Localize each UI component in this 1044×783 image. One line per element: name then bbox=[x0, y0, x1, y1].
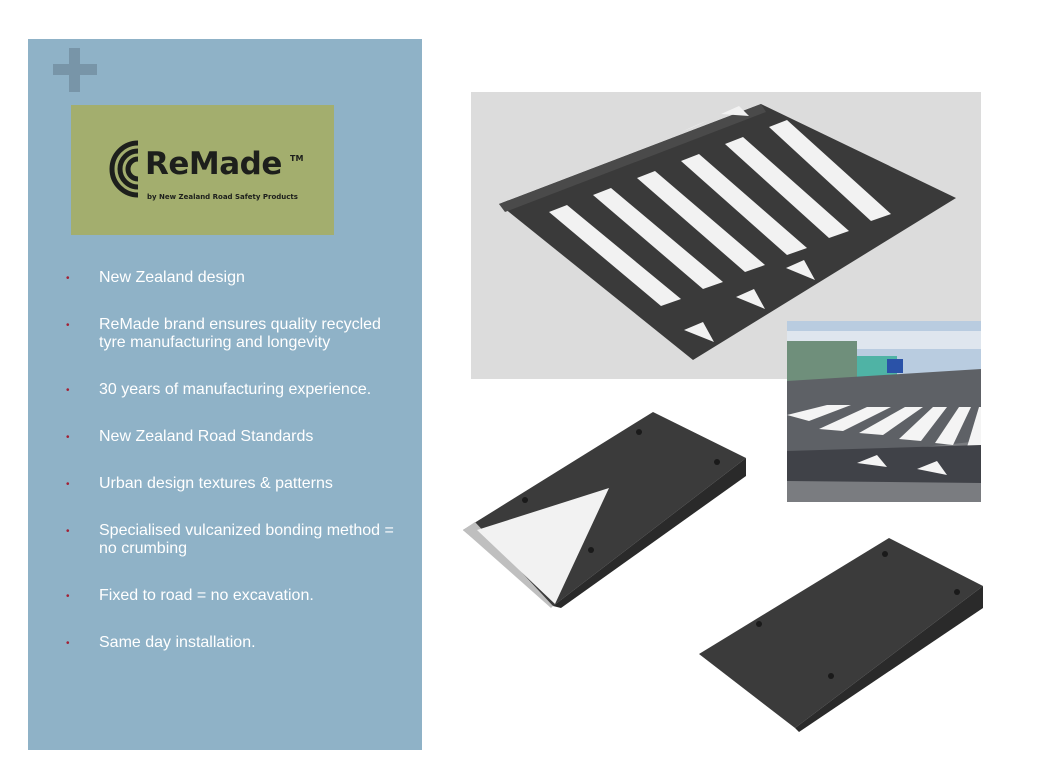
bullet-marker: • bbox=[66, 273, 70, 284]
concentric-arc-logo-icon bbox=[109, 140, 139, 198]
remade-logo: ReMade TM by New Zealand Road Safety Pro… bbox=[71, 105, 334, 235]
street-crossing-photo bbox=[787, 321, 981, 502]
feature-text: Specialised vulcanized bonding method = … bbox=[99, 522, 394, 557]
feature-item: • ReMade brand ensures quality recycled t… bbox=[64, 316, 404, 352]
info-panel: ReMade TM by New Zealand Road Safety Pro… bbox=[28, 39, 422, 750]
bullet-marker: • bbox=[66, 638, 70, 649]
bullet-marker: • bbox=[66, 526, 70, 537]
rubber-ramp-dark-image bbox=[699, 538, 983, 732]
rubber-ramp-white-triangle-image bbox=[463, 412, 746, 608]
logo-brand-name: ReMade bbox=[145, 146, 282, 182]
feature-item: • Urban design textures & patterns bbox=[64, 475, 404, 493]
feature-item: • New Zealand Road Standards bbox=[64, 428, 404, 446]
pedestrian-crossing-render-image bbox=[471, 92, 981, 379]
bullet-marker: • bbox=[66, 385, 70, 396]
feature-text: Fixed to road = no excavation. bbox=[99, 587, 314, 604]
bullet-marker: • bbox=[66, 479, 70, 490]
logo-tagline: by New Zealand Road Safety Products bbox=[147, 193, 298, 201]
feature-item: • 30 years of manufacturing experience. bbox=[64, 381, 404, 399]
logo-trademark: TM bbox=[290, 154, 304, 163]
feature-text: ReMade brand ensures quality recycled ty… bbox=[99, 316, 381, 351]
bullet-marker: • bbox=[66, 432, 70, 443]
feature-text: New Zealand Road Standards bbox=[99, 428, 314, 445]
feature-item: • Same day installation. bbox=[64, 634, 404, 652]
feature-text: 30 years of manufacturing experience. bbox=[99, 381, 372, 398]
feature-list: • New Zealand design • ReMade brand ensure… bbox=[64, 269, 404, 681]
bullet-marker: • bbox=[66, 320, 70, 331]
feature-item: • Specialised vulcanized bonding method =… bbox=[64, 522, 404, 558]
feature-item: • Fixed to road = no excavation. bbox=[64, 587, 404, 605]
feature-text: Same day installation. bbox=[99, 634, 256, 651]
feature-item: • New Zealand design bbox=[64, 269, 404, 287]
feature-text: New Zealand design bbox=[99, 269, 245, 286]
plus-icon bbox=[53, 48, 97, 92]
feature-text: Urban design textures & patterns bbox=[99, 475, 333, 492]
bullet-marker: • bbox=[66, 591, 70, 602]
